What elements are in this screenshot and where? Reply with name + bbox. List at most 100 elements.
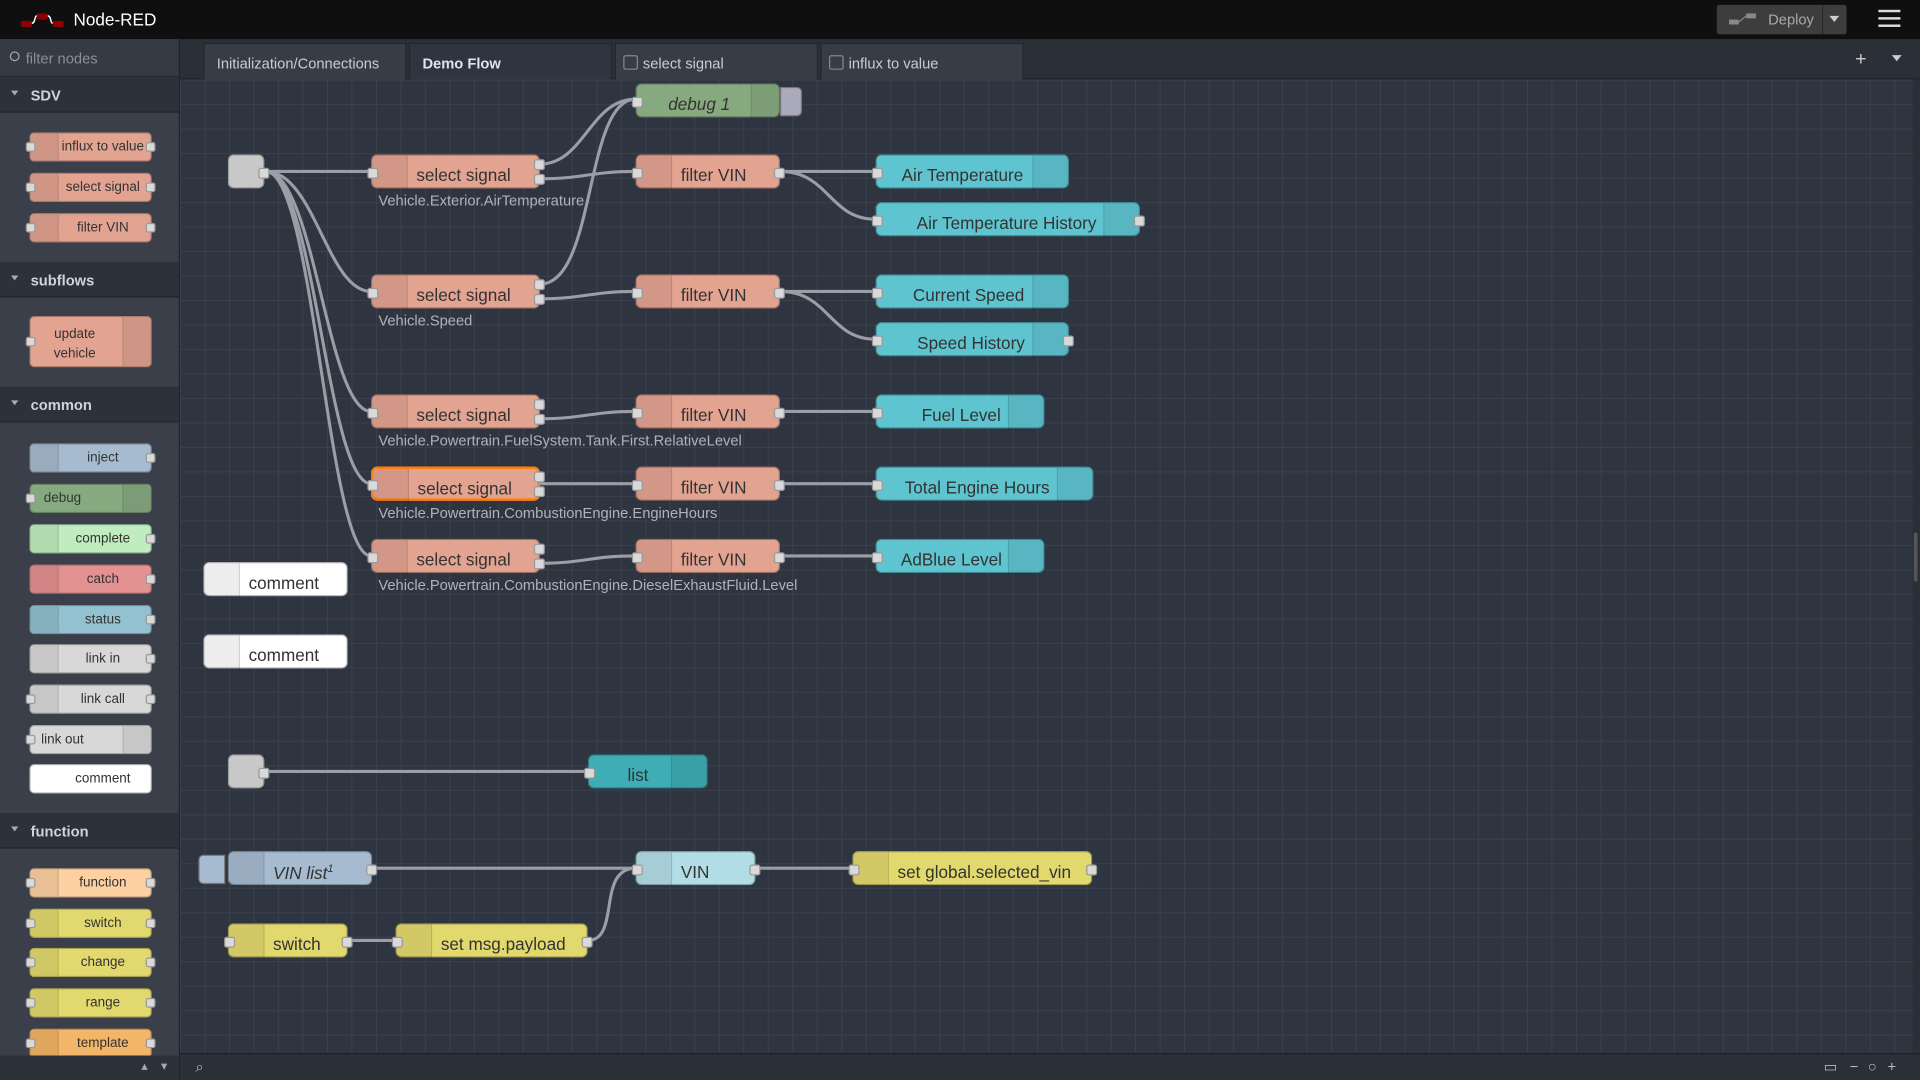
category-sdv[interactable]: SDV (0, 77, 179, 113)
palette-node-influx-to-value[interactable]: influx to value (25, 132, 156, 162)
category-label: function (30, 822, 89, 840)
palette-node-complete[interactable]: complete (29, 524, 156, 554)
palette-node-filter-vin[interactable]: filter VIN (25, 213, 156, 243)
chevron-down-icon (11, 400, 19, 406)
total-engine-hours-text-node[interactable]: Total Engine Hours (871, 466, 1094, 503)
chart-icon (1032, 323, 1068, 358)
deploy-button[interactable]: Deploy (1716, 4, 1847, 35)
list-node[interactable]: list (584, 754, 708, 790)
palette-node-function[interactable]: function (25, 868, 156, 898)
node-label: Fuel Level (921, 405, 1001, 425)
expand-all-icon[interactable]: ▾ (161, 1060, 168, 1074)
filter-vin-node-4[interactable]: filter VIN (631, 466, 785, 503)
palette-node-status[interactable]: status (29, 604, 156, 635)
add-tab-icon[interactable]: + (1855, 48, 1867, 70)
fuel-level-gauge-node[interactable]: Fuel Level (871, 394, 1045, 430)
tab-select-signal[interactable]: select signal (614, 42, 818, 80)
palette-node-change[interactable]: change (25, 947, 156, 978)
canvas-vertical-scrollbar[interactable] (1912, 79, 1920, 1054)
link-in-node[interactable] (227, 154, 270, 190)
palette-node-inject[interactable]: inject (29, 443, 156, 473)
node-label-superscript: 1 (327, 862, 334, 875)
debug-list-icon (750, 84, 779, 119)
category-function[interactable]: function (0, 813, 179, 849)
palette-node-link-out[interactable]: link out (25, 724, 152, 755)
node-label: set global.selected_vin (897, 862, 1072, 882)
subflow-icon (623, 55, 638, 70)
signal-label-air-temperature: Vehicle.Exterior.AirTemperature (378, 192, 585, 210)
debug-1-node[interactable]: debug 1 (631, 83, 780, 119)
current-speed-gauge-node[interactable]: Current Speed (871, 274, 1069, 310)
palette-node-label: template (77, 1035, 129, 1051)
category-label: subflows (30, 271, 95, 289)
gauge-icon (1007, 395, 1044, 430)
output-port[interactable] (258, 167, 270, 179)
zoom-reset-icon[interactable]: ○ (1867, 1057, 1877, 1076)
flow-canvas[interactable]: debug 1 select signal Vehicle.Exterior.A… (180, 79, 1913, 1054)
set-global-selected-vin-node[interactable]: set global.selected_vin (848, 851, 1098, 887)
vin-dropdown-node[interactable]: VIN (631, 851, 761, 887)
palette-node-link-call[interactable]: link call (25, 684, 156, 714)
air-temperature-history-chart-node[interactable]: Air Temperature History (871, 202, 1145, 238)
flow-wires (265, 97, 876, 942)
chevron-down-icon (11, 90, 19, 96)
palette-node-update-vehicle[interactable]: update vehicle (25, 315, 152, 368)
filter-vin-node-5[interactable]: filter VIN (631, 538, 785, 575)
palette-node-template[interactable]: template (25, 1028, 156, 1058)
tab-influx-to-value[interactable]: influx to value (820, 42, 1024, 80)
select-signal-node-1[interactable]: select signal (367, 154, 545, 190)
deploy-dropdown-icon[interactable] (1829, 15, 1840, 23)
comment-node-2[interactable]: comment (203, 634, 348, 670)
speed-history-chart-node[interactable]: Speed History (871, 322, 1074, 358)
tab-list-chevron-icon[interactable] (1891, 55, 1902, 62)
input-port[interactable] (631, 96, 643, 108)
palette-search[interactable]: filter nodes (0, 39, 179, 78)
palette-node-label: select signal (65, 180, 140, 195)
palette-node-comment[interactable]: comment (29, 764, 152, 794)
node-label: AdBlue Level (900, 549, 1002, 570)
palette-node-select-signal[interactable]: select signal (25, 172, 156, 203)
node-label: switch (273, 934, 321, 954)
comment-icon (204, 563, 240, 598)
filter-vin-node-2[interactable]: filter VIN (631, 274, 785, 310)
navigator-icon[interactable]: ▭ (1823, 1057, 1838, 1076)
vin-list-inject-node[interactable]: VIN list1 (227, 851, 378, 887)
tab-demo-flow[interactable]: Demo Flow (408, 42, 613, 80)
air-temperature-gauge-node[interactable]: Air Temperature (871, 154, 1069, 190)
palette-node-label: filter VIN (77, 220, 129, 236)
link-in-node-2[interactable] (227, 754, 270, 790)
filter-vin-node-3[interactable]: filter VIN (631, 394, 785, 430)
debug-list-icon (122, 484, 151, 512)
palette-node-link-in[interactable]: link in (29, 644, 156, 674)
select-signal-node-3[interactable]: select signal (367, 394, 545, 430)
select-signal-node-5[interactable]: select signal (367, 538, 545, 575)
switch-node[interactable]: switch (224, 923, 353, 959)
adblue-level-gauge-node[interactable]: AdBlue Level (871, 538, 1045, 575)
category-label: common (30, 396, 92, 414)
search-flows-icon[interactable]: ⌕ (195, 1057, 204, 1076)
node-label: set msg.payload (440, 934, 566, 954)
filter-vin-node-1[interactable]: filter VIN (631, 154, 785, 190)
comment-node-1[interactable]: comment (203, 562, 348, 598)
deploy-icon (1728, 13, 1756, 25)
set-msg-payload-node[interactable]: set msg.payload (391, 923, 593, 959)
zoom-in-icon[interactable]: + (1887, 1057, 1897, 1076)
palette-node-range[interactable]: range (25, 988, 156, 1018)
select-signal-node-2[interactable]: select signal (367, 274, 545, 310)
palette-node-switch[interactable]: switch (25, 908, 156, 938)
category-subflows[interactable]: subflows (0, 262, 179, 298)
palette-node-debug[interactable]: debug (25, 483, 152, 514)
palette-node-label: inject (87, 450, 119, 466)
select-signal-node-4-selected[interactable]: select signal (367, 466, 545, 504)
link-out-icon (122, 726, 151, 754)
category-common[interactable]: common (0, 386, 179, 423)
palette-node-catch[interactable]: catch (29, 564, 156, 594)
zoom-out-icon[interactable]: − (1849, 1057, 1859, 1076)
collapse-all-icon[interactable]: ▴ (141, 1060, 148, 1074)
palette-node-label: influx to value (61, 139, 145, 155)
debug-toggle-button[interactable] (780, 86, 803, 117)
inject-trigger-button[interactable] (198, 854, 226, 885)
tab-initialization-connections[interactable]: Initialization/Connections (203, 42, 407, 80)
main-menu-icon[interactable] (1878, 9, 1901, 30)
node-label: select signal (416, 285, 511, 305)
